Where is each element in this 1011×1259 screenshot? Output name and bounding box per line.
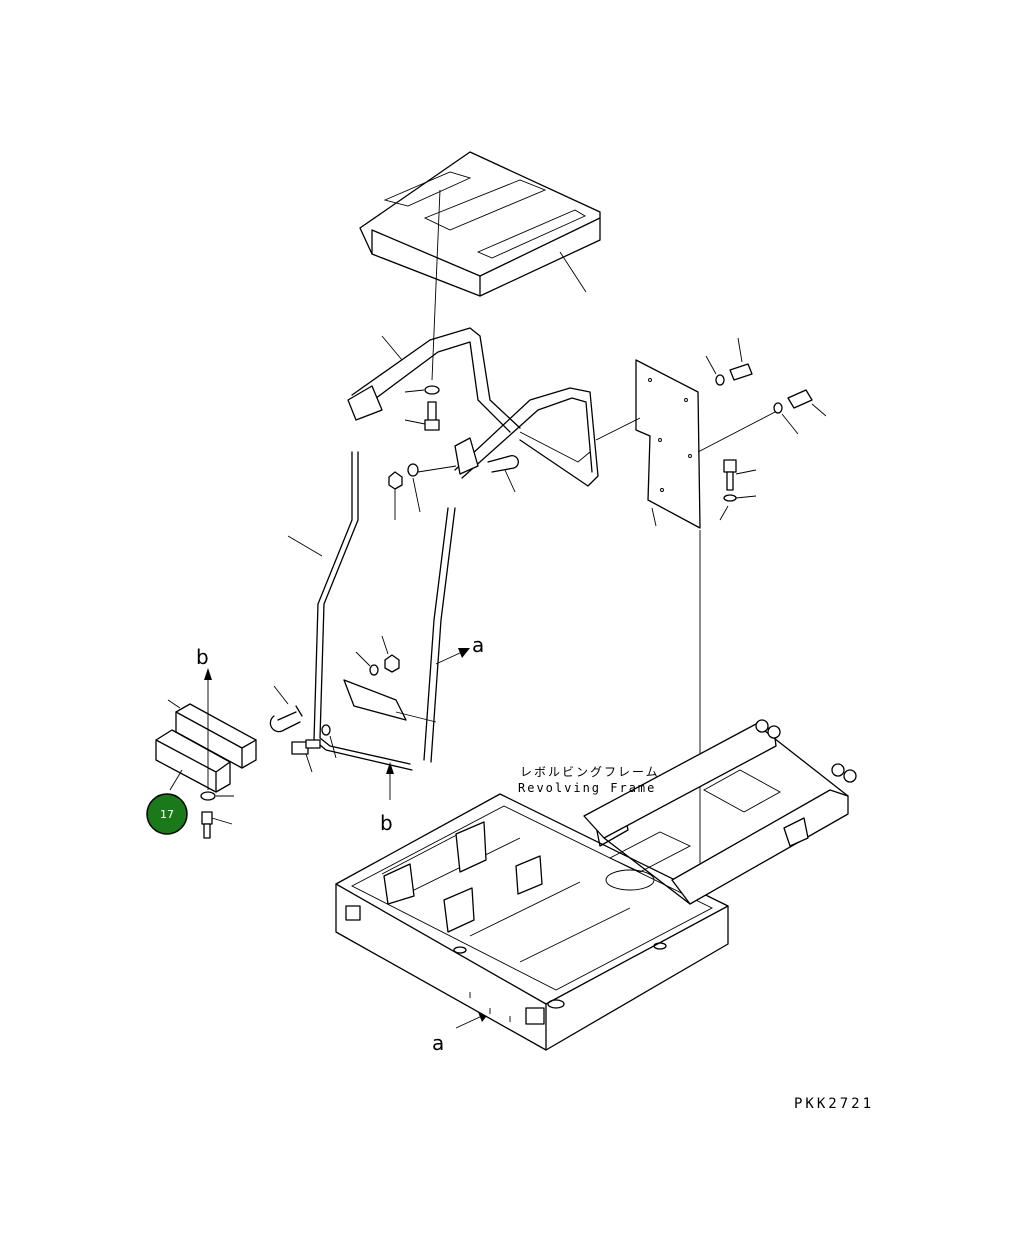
callout-17-number[interactable]: 17	[160, 808, 174, 821]
plate-bolts	[705, 337, 827, 521]
frame-label: レボルビングフレーム Revolving Frame	[518, 765, 660, 795]
front-pillars	[287, 451, 456, 771]
label-b-bottom: b	[380, 811, 393, 835]
callout-17[interactable]: 17	[146, 793, 188, 835]
rops-frame	[347, 327, 599, 487]
bracket-assembly	[155, 699, 257, 839]
canopy-roof	[359, 151, 601, 381]
frame-label-english: Revolving Frame	[518, 781, 656, 795]
callout-17-circle[interactable]	[146, 793, 188, 835]
frame-label-japanese: レボルビングフレーム	[520, 765, 660, 779]
side-plate	[595, 359, 776, 880]
label-a-top: a	[472, 633, 484, 657]
drawing-code: PKK2721	[794, 1096, 874, 1112]
roof-mount-hardware	[388, 385, 519, 520]
revolving-frame	[335, 719, 857, 1051]
label-b-top: b	[196, 645, 209, 669]
label-a-bottom: a	[432, 1031, 444, 1055]
pillar-hardware	[269, 635, 400, 773]
